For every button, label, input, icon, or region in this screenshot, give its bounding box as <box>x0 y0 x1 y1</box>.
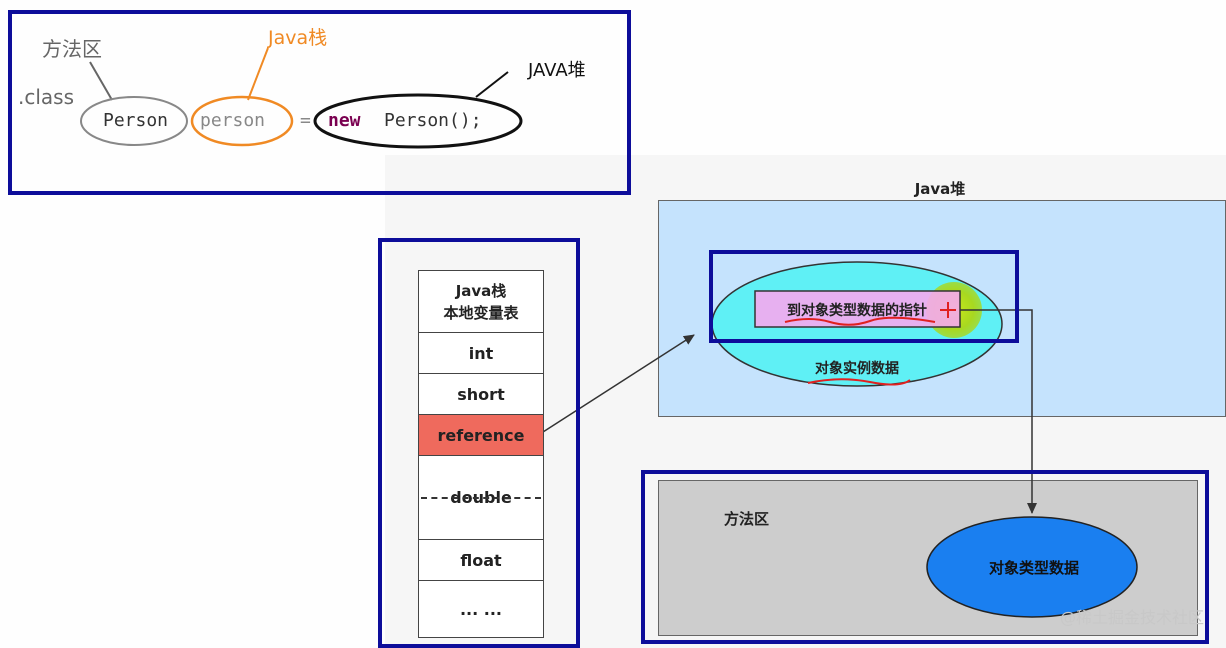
stack-row-float: float <box>419 540 543 581</box>
java-stack-table: Java栈 本地变量表 int short reference double f… <box>418 270 544 638</box>
stack-header-line1: Java栈 <box>455 281 507 300</box>
type-data-label: 对象类型数据 <box>989 559 1079 577</box>
instance-underline <box>807 378 911 386</box>
class-ellipse <box>80 96 188 146</box>
pointer-label: 到对象类型数据的指针 <box>787 302 927 319</box>
stack-row-short: short <box>419 374 543 415</box>
pointer-highlight-frame <box>709 250 1019 343</box>
double-divider <box>421 497 541 499</box>
method-area-title: 方法区 <box>724 510 770 528</box>
label-java-heap: JAVA堆 <box>527 60 586 81</box>
java-heap-title: Java堆 <box>914 180 966 198</box>
code-new-keyword: new <box>328 110 361 131</box>
label-java-stack: Java栈 <box>267 27 327 49</box>
stack-header-line2: 本地变量表 <box>443 303 519 322</box>
stack-header: Java栈 本地变量表 <box>419 271 543 333</box>
label-class: .class <box>18 85 74 109</box>
code-var-name: person <box>200 110 265 131</box>
stack-highlight-frame <box>378 238 580 648</box>
reference-arrow <box>542 334 695 433</box>
stack-row-double: double <box>419 456 543 540</box>
java-stack-pointer-line <box>247 47 269 101</box>
stack-row-more: ... ... <box>459 599 503 619</box>
var-ellipse <box>190 95 294 147</box>
method-area-highlight-frame <box>641 470 1209 644</box>
code-illustration: 方法区 .class Java栈 JAVA堆 Person person = n… <box>18 27 586 149</box>
type-data-ellipse <box>926 516 1138 618</box>
plus-mark <box>940 302 956 318</box>
instance-label: 对象实例数据 <box>815 360 899 377</box>
pointer-underline <box>784 316 936 326</box>
pointer-arrow <box>960 309 1037 514</box>
stack-row-reference: reference <box>419 415 543 456</box>
label-method-area: 方法区 <box>42 37 102 61</box>
code-equals: = <box>300 110 311 131</box>
method-area-pointer-line <box>89 61 113 101</box>
code-illustration-frame <box>8 10 631 195</box>
java-heap-pointer-line <box>475 71 509 98</box>
watermark: @稀土掘金技术社区 <box>1059 608 1204 627</box>
code-class-name: Person <box>103 110 168 131</box>
stack-row-int: int <box>419 333 543 374</box>
code-constructor: Person(); <box>384 110 482 131</box>
new-ellipse <box>313 93 523 149</box>
